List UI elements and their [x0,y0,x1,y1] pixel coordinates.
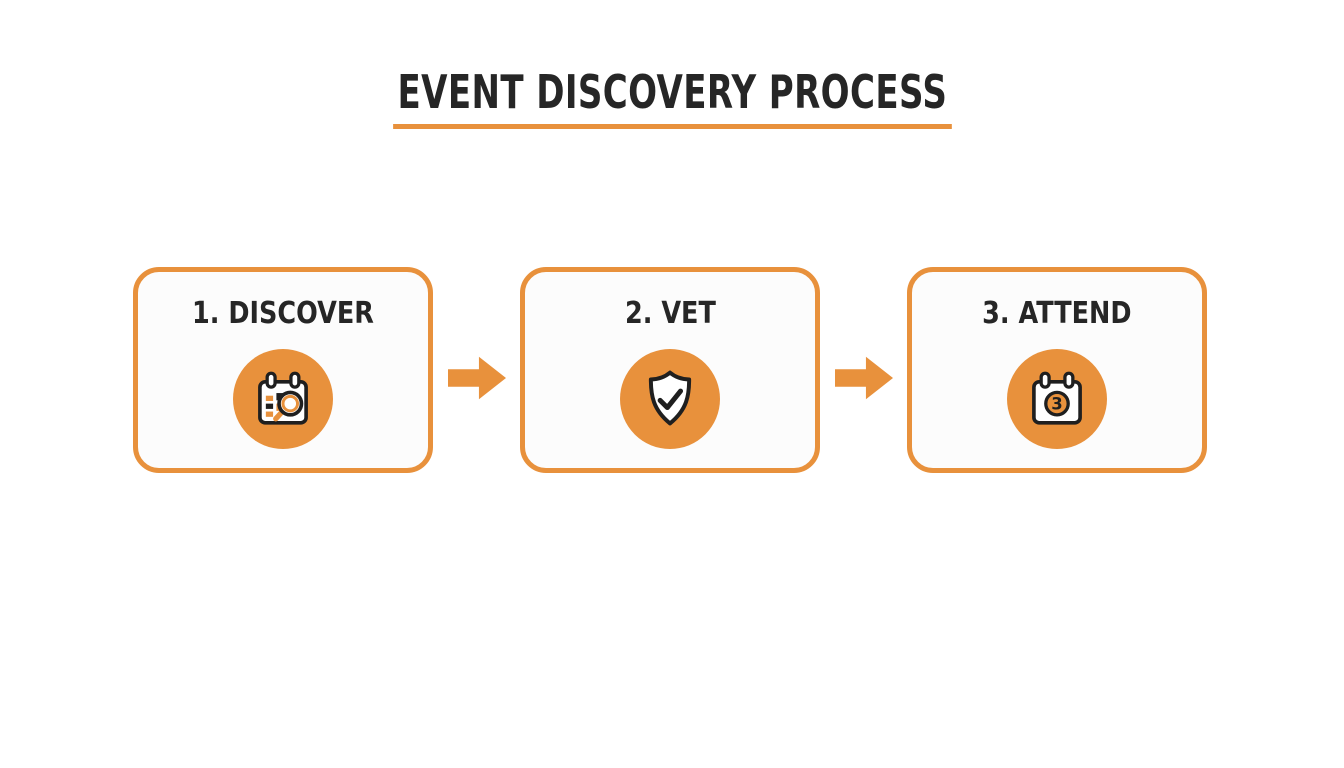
flow-arrow-icon [447,356,506,400]
shield-check-icon [620,349,720,449]
step-card-vet: 2. VET [520,267,820,473]
step-card-attend: 3. ATTEND 3 [907,267,1207,473]
calendar-day-icon: 3 [1007,349,1107,449]
title-area: EVENT DISCOVERY PROCESS [0,38,1344,160]
page-title: EVENT DISCOVERY PROCESS [392,69,952,129]
flow-arrow-icon [834,356,893,400]
step-label-vet: 2. VET [624,296,716,331]
step-label-discover: 1. DISCOVER [192,296,374,331]
process-flow: 1. DISCOVER [133,267,1207,473]
step-card-discover: 1. DISCOVER [133,267,433,473]
attend-day-number: 3 [1051,395,1062,414]
step-label-attend: 3. ATTEND [982,296,1132,331]
calendar-search-icon [233,349,333,449]
